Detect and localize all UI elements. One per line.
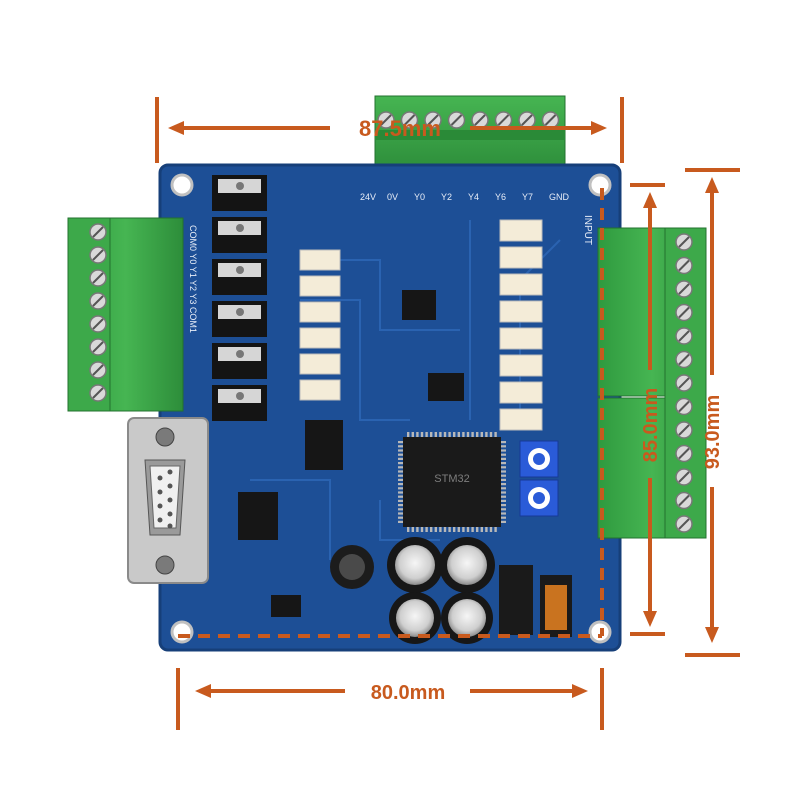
transistor <box>212 175 267 211</box>
terminal-screw <box>89 315 107 333</box>
optocoupler <box>299 249 341 271</box>
inductor <box>330 545 374 589</box>
optocoupler <box>499 273 543 296</box>
terminal-screw <box>675 280 693 298</box>
terminal-screw <box>675 515 693 533</box>
terminal-screw <box>377 111 395 129</box>
mounting-hole <box>170 620 194 644</box>
optocoupler <box>299 379 341 401</box>
right-header-label: INPUT <box>582 215 593 245</box>
terminal-screw <box>675 421 693 439</box>
dimension-annotations <box>155 97 740 730</box>
terminal-screw <box>494 111 513 129</box>
transistor <box>212 385 267 421</box>
terminal-screw <box>89 338 107 356</box>
silkscreen-label: Y2 <box>441 192 452 202</box>
capacitors <box>387 537 495 644</box>
silkscreen-label: Y0 <box>414 192 425 202</box>
db9-connector <box>127 417 209 584</box>
optocoupler <box>499 381 543 404</box>
silkscreen-label: GND <box>549 192 570 202</box>
terminal-screw <box>89 269 107 287</box>
terminal-screw <box>447 111 466 129</box>
terminal-screw <box>89 292 107 310</box>
left-terminal-block <box>67 217 184 412</box>
optocoupler <box>499 327 543 350</box>
terminal-screw <box>89 246 107 264</box>
optocouplers <box>299 219 543 431</box>
power-transistors <box>212 175 267 421</box>
terminal-screw <box>400 111 419 129</box>
mounting-hole <box>170 173 194 197</box>
optocoupler <box>499 219 543 242</box>
right-outer-height-label: 93.0mm <box>702 395 724 470</box>
bottom-width-label: 80.0mm <box>371 682 446 704</box>
optocoupler <box>499 300 543 323</box>
silkscreen-label: Y4 <box>468 192 479 202</box>
optocoupler <box>499 246 543 269</box>
right-inner-height-label: 85.0mm <box>640 388 662 463</box>
transistor <box>212 217 267 253</box>
terminal-screw <box>675 233 693 251</box>
terminal-screw <box>675 327 693 345</box>
terminal-screw <box>89 384 107 402</box>
mcu-chip: STM32 <box>398 432 506 532</box>
optocoupler <box>299 327 341 349</box>
regulator <box>499 565 572 637</box>
terminal-screw <box>424 111 442 129</box>
small-ics <box>238 290 464 617</box>
right-terminal-block <box>597 227 707 539</box>
terminal-screw <box>675 350 693 369</box>
terminal-screw <box>89 361 107 379</box>
optocoupler <box>299 275 341 297</box>
terminal-screw <box>675 491 693 510</box>
terminal-screw <box>675 374 693 392</box>
chip-marking: STM32 <box>434 473 469 485</box>
terminal-screw <box>471 111 489 129</box>
optocoupler <box>499 354 543 377</box>
terminal-screw <box>541 111 560 129</box>
optocoupler <box>299 353 341 375</box>
left-header-label: COM0 Y0 Y1 Y2 Y3 COM1 <box>188 225 198 333</box>
terminal-screw <box>89 223 107 241</box>
transistor <box>212 301 267 337</box>
terminal-screw <box>518 111 536 129</box>
terminal-screw <box>675 256 693 275</box>
silkscreen-label: 24V <box>360 192 376 202</box>
top-terminal-block <box>374 95 566 172</box>
terminal-screw <box>675 397 693 416</box>
silkscreen-label: Y6 <box>495 192 506 202</box>
terminal-screw <box>675 303 693 322</box>
top-width-label: 87.5mm <box>359 116 441 141</box>
transistor <box>212 259 267 295</box>
optocoupler <box>299 301 341 323</box>
silkscreen-label: Y7 <box>522 192 533 202</box>
terminal-screw <box>675 468 693 486</box>
silkscreen-label: 0V <box>387 192 398 202</box>
optocoupler <box>499 408 543 431</box>
terminal-screw <box>675 444 693 463</box>
transistor <box>212 343 267 379</box>
trim-potentiometers <box>519 440 559 517</box>
